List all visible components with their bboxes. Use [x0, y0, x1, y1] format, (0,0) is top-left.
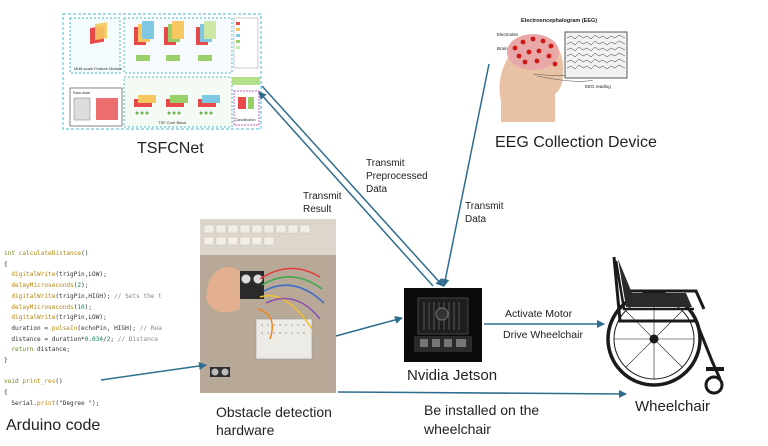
code-line: void print_res()	[4, 378, 63, 386]
edge-label-line: Transmit	[366, 158, 405, 169]
arduino-code-snippet: int calculateDistance() { digitalWrite(tr…	[4, 249, 162, 409]
arrow-hardware-to-jetson	[335, 315, 403, 337]
classification-caption: Classification	[235, 118, 256, 122]
obstacle-label-line1: Obstacle detection	[216, 404, 332, 420]
edge-label-line: Transmit	[465, 201, 504, 212]
code-line: return distance;	[11, 346, 71, 354]
code-line: delayMicroseconds(10);	[11, 303, 93, 311]
edge-label-line: Data	[366, 184, 388, 195]
code-line: {	[4, 260, 8, 268]
code-line: delayMicroseconds(2);	[11, 282, 89, 290]
arduino-code-label: Arduino code	[6, 417, 101, 434]
edge-label-line: Result	[303, 204, 332, 215]
code-line: digitalWrite(trigPin,LOW);	[11, 314, 107, 322]
jetson-label: Nvidia Jetson	[407, 367, 498, 384]
edge-label-activate-motor: Activate Motor	[505, 308, 573, 320]
code-line	[4, 367, 162, 378]
obstacle-label-line2: hardware	[216, 422, 275, 438]
code-line: digitalWrite(trigPin,LOW);	[11, 271, 107, 279]
code-line: int calculateDistance()	[4, 250, 89, 257]
edge-label-line: Preprocessed	[366, 171, 428, 182]
edge-label-transmit-data: Transmit Data	[465, 200, 504, 226]
edge-label-line: Transmit	[303, 191, 342, 202]
arrow-hardware-to-wheelchair	[337, 389, 627, 398]
wheelchair-image	[606, 256, 724, 395]
tsfcnet-architecture-image: Multi-scale Feature Module Raw data	[62, 13, 262, 130]
tsf-core-caption: TSF Core Block	[158, 120, 186, 125]
jetson-image	[404, 288, 482, 362]
eeg-reading-caption: EEG reading	[585, 84, 611, 89]
code-line: duration = pulseIn(echoPin, HIGH); // Re…	[4, 324, 162, 332]
eeg-device-label: EEG Collection Device	[495, 134, 657, 151]
edge-label-drive-wheelchair: Drive Wheelchair	[503, 329, 583, 341]
code-line: distance = duration*0.034/2; // Distance…	[4, 335, 162, 343]
obstacle-hardware-image	[200, 219, 336, 393]
edge-label-transmit-preprocessed: Transmit Preprocessed Data	[366, 157, 428, 196]
edge-label-installed-line1: Be installed on the	[424, 402, 540, 418]
code-line: }	[4, 357, 8, 365]
arrow-eeg-to-jetson	[441, 63, 490, 287]
tsfcnet-label: TSFCNet	[137, 140, 204, 157]
eeg-device-image: Electroencephalogram (EEG) Electrodes Br…	[497, 18, 628, 122]
code-line: Serial.print("Degree ");	[4, 399, 100, 407]
brain-caption: Brain	[497, 46, 508, 51]
raw-data-caption: Raw data	[73, 90, 91, 95]
code-line: {	[4, 389, 8, 397]
wheelchair-label: Wheelchair	[635, 398, 711, 415]
eeg-image-title: Electroencephalogram (EEG)	[521, 18, 597, 24]
edge-label-installed-line2: wheelchair	[424, 421, 491, 437]
edge-label-line: Data	[465, 214, 487, 225]
electrodes-caption: Electrodes	[497, 32, 519, 37]
code-line: digitalWrite(trigPin,HIGH); // Sets the …	[11, 292, 162, 300]
edge-label-transmit-result: Transmit Result	[303, 190, 342, 216]
mfm-caption: Multi-scale Feature Module	[74, 66, 123, 71]
